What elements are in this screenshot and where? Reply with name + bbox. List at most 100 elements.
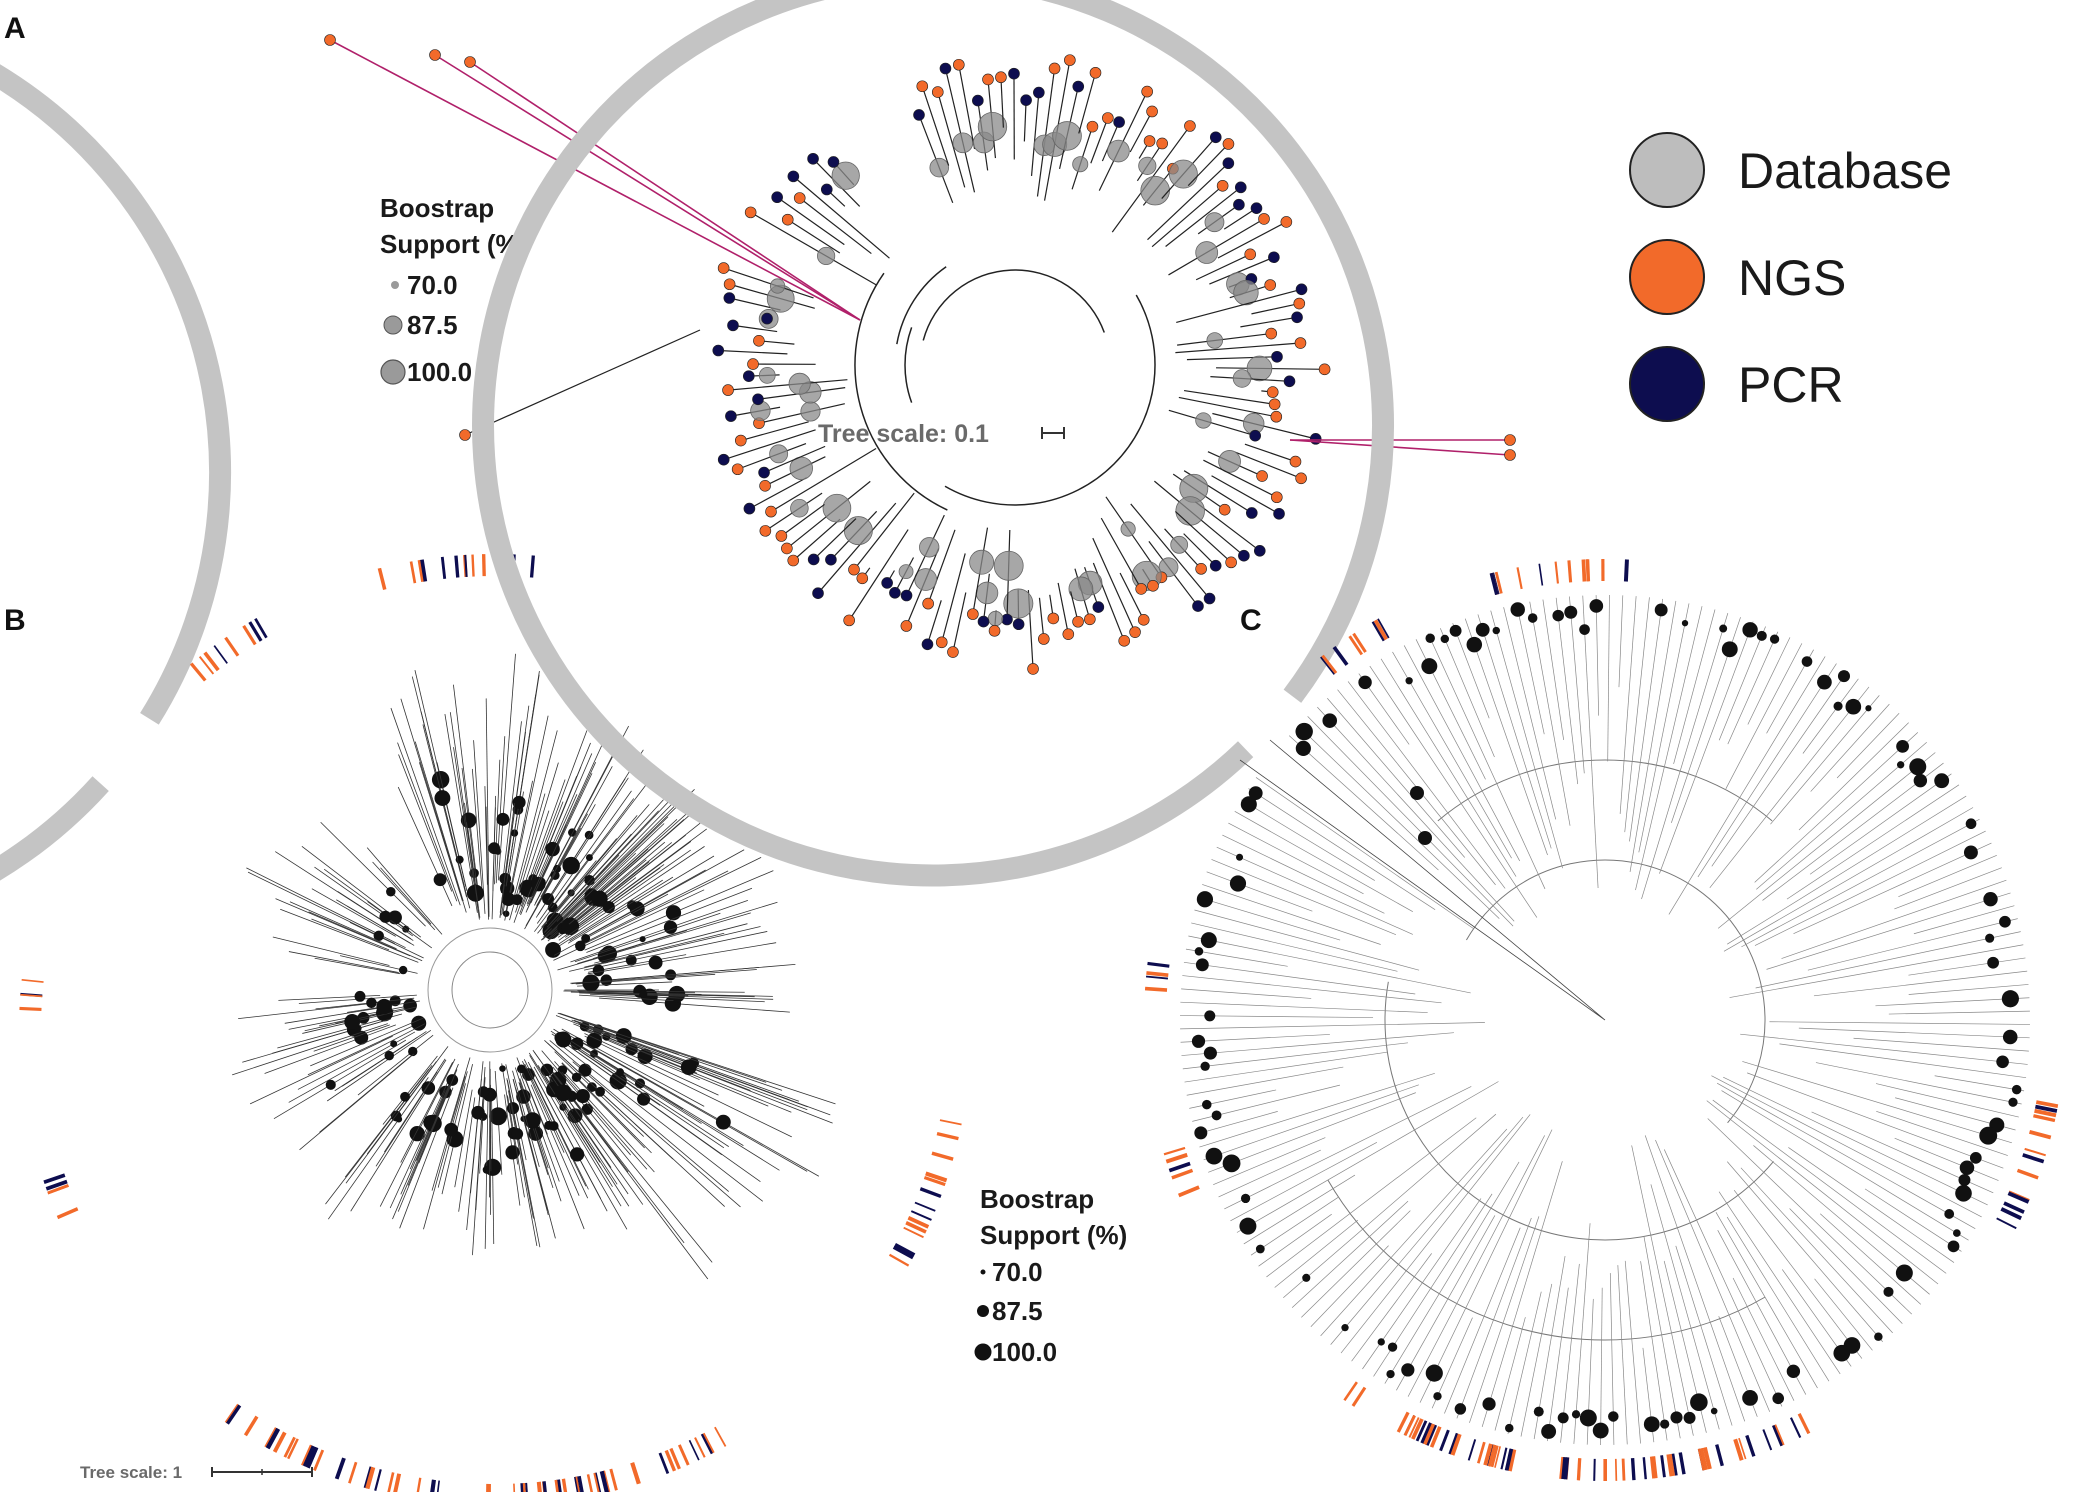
tree-a-tip [931,86,944,98]
tree-c-branch [1419,1129,1553,1403]
tree-c-bootstrap-node [1295,722,1313,741]
tree-c-bootstrap-node [1211,1110,1222,1121]
tree-a-branch [853,492,915,570]
tree-a-tip [771,191,783,204]
tree-a-tip [744,206,757,219]
tree-b-branch [582,1042,820,1177]
ring-b-stripe [374,1469,382,1491]
ring-b-stripe [481,554,486,577]
panel-a-bootstrap-title-2: Support (%) [380,229,527,259]
tree-a-bootstrap-node [1204,212,1225,233]
tree-a-branch [944,68,976,193]
tree-c-bootstrap-node [1203,1046,1217,1060]
tree-a-bootstrap-node [831,161,860,190]
tree-b-branch [484,786,488,885]
tree-c-branch [1477,614,1552,849]
tree-b-bootstrap-node [602,901,615,914]
tree-a-tip [921,638,934,651]
tree-c-branch [1793,842,1992,935]
tree-a-tip [1264,279,1277,291]
ring-c-stripe [1489,572,1499,595]
panel-a-letter: A [4,12,26,45]
ring-c-stripe [1377,618,1390,639]
tree-a-branch [781,503,825,537]
tree-c-bootstrap-node [1255,1244,1265,1254]
tree-c-bootstrap-node [1541,1424,1557,1439]
tree-b-branch [554,1061,655,1173]
tree-a-tip [812,587,824,599]
tree-b-branch [515,762,559,904]
tree-c-branch [1555,597,1579,785]
panel-bc-bootstrap-swatch-70 [980,1269,986,1275]
panel-c-letter: C [1240,604,1262,637]
tree-c-branch [1629,598,1664,842]
tree-b-branch [545,1064,621,1163]
tree-b-branch [506,1078,534,1219]
tree-c-bootstrap-node [1979,1126,1998,1145]
tree-b-branch [284,1006,384,1024]
tree-c-branch [1711,670,1848,867]
ring-b-stripe [377,567,387,591]
tree-b-bootstrap-node [592,964,605,977]
ring-b-stripe [594,1472,602,1492]
ring-c-stripe [1678,1452,1686,1475]
ring-b-stripe [393,1473,402,1492]
tree-b-branch [424,1069,458,1147]
tree-b-branch [530,1084,580,1196]
tree-a-long-branch [1289,439,1511,456]
tree-b-branch [582,1026,698,1074]
tree-b-branch [392,1063,459,1220]
ring-b-stripe [409,561,417,584]
tree-c-bootstrap-node [1721,641,1738,658]
tree-c-branch [1813,970,2028,997]
tree-c-branch [1815,1062,2022,1105]
tree-a-branch [1183,533,1217,567]
tree-a-branch [1209,256,1275,285]
tree-b-branch [272,936,390,966]
tree-c-arc [1437,759,1773,822]
ring-b-stripe [931,1151,954,1161]
tree-b-branch [530,1072,587,1187]
ring-c-stripe [1642,1457,1647,1480]
ring-c-stripe [1371,621,1385,642]
tree-a-tip [1249,429,1261,442]
tree-b-branch [570,1039,780,1171]
tree-c-branch [1199,1073,1435,1148]
ring-c-stripe [1554,561,1559,584]
tree-a-bootstrap-node [1120,521,1136,537]
tree-c-branch [1230,1142,1378,1222]
tree-b-bootstrap-node [433,873,447,887]
tree-c-bootstrap-node [1944,1209,1955,1219]
tree-a-tip [324,34,336,46]
legend-database-label: Database [1738,143,1952,199]
ring-c-stripe [1351,1386,1367,1407]
tree-a-tip [742,370,755,382]
tree-a-tip [1118,635,1131,647]
tree-b-branch [390,707,461,906]
tree-c-bootstrap-node [1571,1410,1581,1419]
tree-b-branch [570,900,749,963]
tree-c-branch [1274,1219,1359,1288]
tree-a-tip [752,393,764,406]
ring-c-stripe [2022,1153,2045,1164]
tree-b-branch [526,824,567,911]
ring-b-stripe [224,636,240,657]
ring-c-stripe [1715,1444,1724,1467]
tree-a-tip [1222,157,1235,170]
ring-c-stripe [1163,1146,1186,1156]
tree-c-branch [1582,595,1599,889]
ring-c-stripe [1352,632,1367,653]
tree-a-tip [1283,375,1296,388]
tree-c-bootstrap-node [1670,1411,1683,1424]
ring-c-stripe [1332,645,1349,666]
tree-a-tip [922,597,934,610]
tree-c-branch [1675,1245,1733,1426]
tree-c-branch [1198,896,1341,941]
tree-a-branch [1240,316,1298,328]
ring-b-stripe [454,555,460,578]
panel-a-bootstrap-legend: Boostrap Support (%) 70.0 87.5 100.0 [380,193,527,387]
tree-c-branch [1631,1145,1694,1436]
tree-b-branch [397,786,453,907]
tree-c-branch [1236,1081,1499,1233]
tree-b-bootstrap-node [488,842,501,855]
